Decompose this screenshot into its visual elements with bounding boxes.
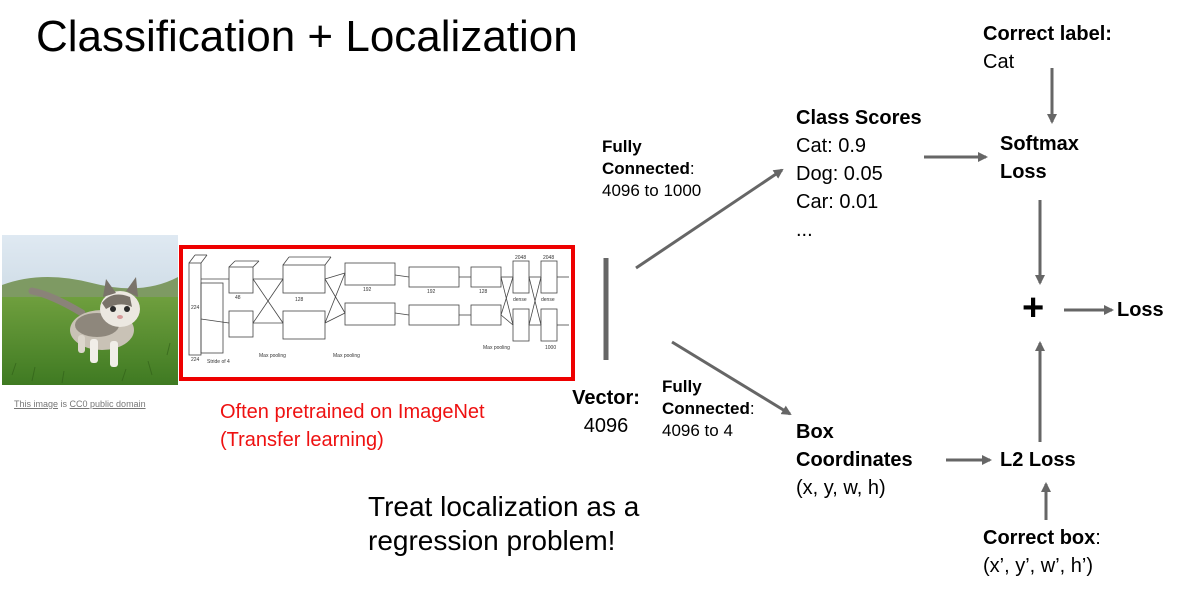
arrow-fc-to-box xyxy=(671,340,792,416)
cnn-label: 2048 xyxy=(515,255,526,261)
cnn-label: 128 xyxy=(295,297,304,303)
correct-label: Correct label: Cat xyxy=(983,23,1112,73)
slide-title: Classification + Localization xyxy=(36,12,578,61)
cnn-label: Stride of 4 xyxy=(207,359,230,365)
correct-box: Correct box: (x’, y’, w’, h’) xyxy=(983,527,1101,577)
cnn-label: Max pooling xyxy=(333,353,360,359)
cnn-label: 192 xyxy=(363,287,372,293)
regression-note: Treat localization as a regression probl… xyxy=(368,491,640,556)
cnn-label: Max pooling xyxy=(259,353,286,359)
class-score-item: Cat: 0.9 xyxy=(796,135,867,157)
class-scores: Class Scores Cat: 0.9 Dog: 0.05 Car: 0.0… xyxy=(796,104,922,244)
cnn-label: dense xyxy=(541,297,555,303)
vector-label: Vector: 4096 xyxy=(572,387,640,437)
image-credit-link-1[interactable]: This image xyxy=(14,399,59,409)
total-loss: Loss xyxy=(1117,299,1164,321)
image-credit-link-2[interactable]: CC0 public domain xyxy=(69,399,146,409)
cnn-label: 192 xyxy=(427,289,436,295)
kitten-photo xyxy=(2,235,178,385)
fc-top-label: Fully Connected: 4096 to 1000 xyxy=(602,137,702,200)
cnn-label: Max pooling xyxy=(483,345,510,351)
arrow-fc-to-class-scores xyxy=(635,168,784,270)
box-coordinates: Box Coordinates (x, y, w, h) xyxy=(796,421,913,499)
fc-bottom-label: Fully Connected: 4096 to 4 xyxy=(662,377,755,440)
softmax-loss: Softmax Loss xyxy=(1000,133,1079,183)
pretrained-note: Often pretrained on ImageNet (Transfer l… xyxy=(220,401,485,451)
cnn-label: 224 xyxy=(191,357,200,363)
image-credit: This image is CC0 public domain xyxy=(14,399,146,409)
cnn-label: 128 xyxy=(479,289,488,295)
plus-symbol: + xyxy=(1022,287,1045,329)
cnn-label: dense xyxy=(513,297,527,303)
cnn-label: 1000 xyxy=(545,345,556,351)
class-score-item: Car: 0.01 xyxy=(796,191,879,213)
cnn-architecture-diagram: 224 224 Stride of 4 Max pooling Max pool… xyxy=(179,245,575,381)
cnn-label: 48 xyxy=(235,295,241,301)
cnn-label: 2048 xyxy=(543,255,554,261)
cnn-label: 224 xyxy=(191,305,200,311)
class-score-item: Dog: 0.05 xyxy=(796,163,883,185)
class-score-item: ... xyxy=(796,219,813,241)
l2-loss: L2 Loss xyxy=(1000,449,1076,471)
